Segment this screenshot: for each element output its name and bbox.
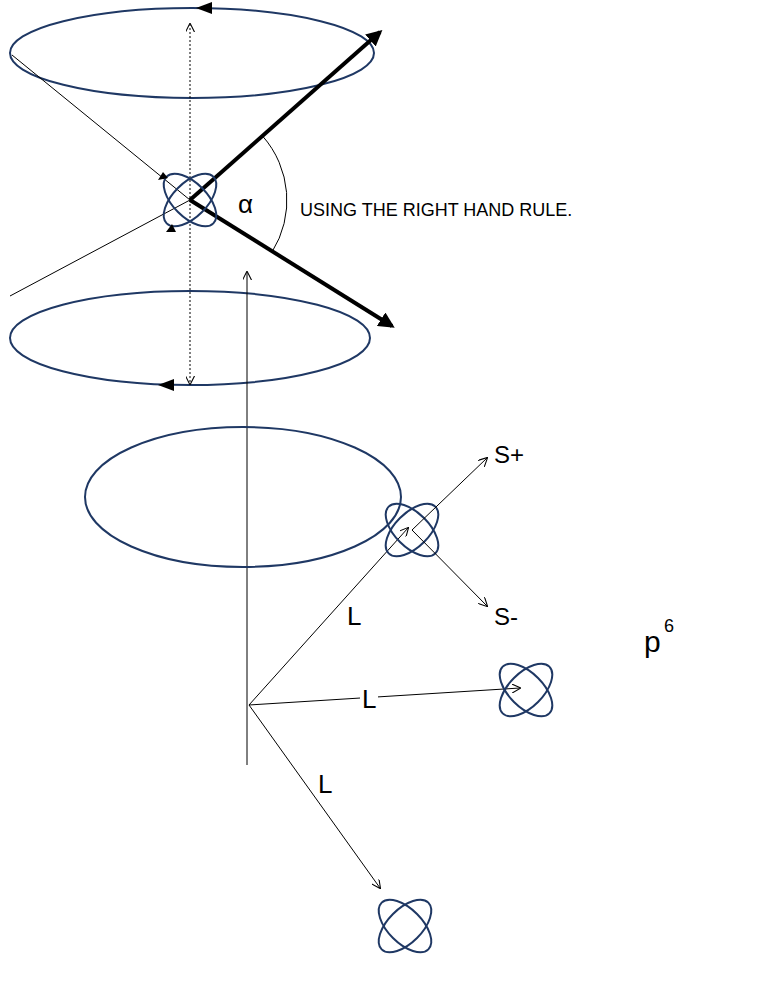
configuration-label: p	[642, 626, 663, 658]
cone-edge	[12, 55, 190, 200]
vector-label: L	[360, 685, 378, 713]
orbit-arrowhead	[158, 172, 168, 180]
z-axis	[247, 272, 248, 765]
superscript: 6	[662, 616, 676, 636]
angle-arc	[263, 136, 287, 252]
vector-label: L	[345, 602, 363, 630]
angle-symbol: α	[236, 190, 255, 218]
spin-label: S+	[492, 442, 526, 468]
spin-label: S-	[492, 604, 520, 630]
l-vector	[249, 528, 408, 705]
axis-dotted	[190, 24, 191, 384]
spin-down-arrow	[412, 530, 487, 606]
orbit-arrowhead	[166, 224, 176, 232]
spin-up-arrow	[412, 458, 487, 530]
spin-vector	[190, 32, 380, 200]
rotation-arrowhead	[196, 2, 212, 14]
l-vector	[249, 688, 520, 705]
note-text: USING THE RIGHT HAND RULE.	[298, 200, 574, 220]
rotation-arrowhead	[158, 379, 174, 391]
orbit-ellipse	[85, 427, 401, 567]
vector-label: L	[316, 770, 334, 798]
l-vector	[249, 705, 380, 888]
